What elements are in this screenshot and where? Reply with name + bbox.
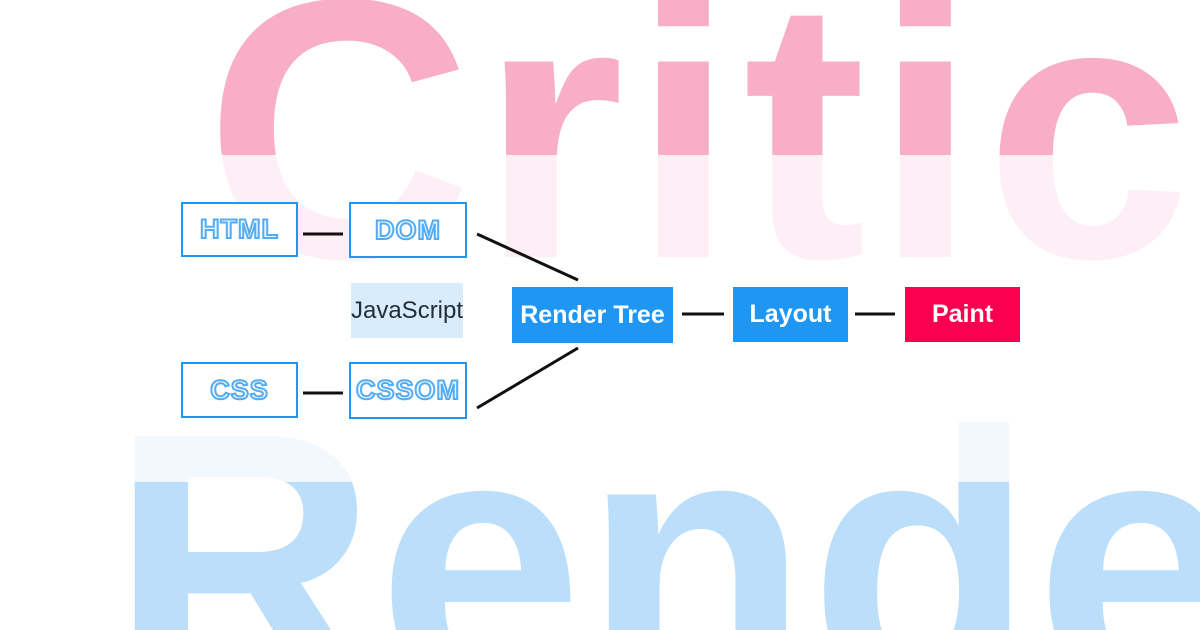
node-dom-label: DOM [374, 214, 441, 246]
connector-cssom-rendertree [476, 346, 579, 410]
node-dom: DOM [349, 202, 467, 258]
background-word-render: Render [110, 415, 1200, 482]
background-word-critical-upper-band: Critical [0, 0, 1200, 155]
node-cssom: CSSOM [349, 362, 467, 419]
node-paint: Paint [905, 287, 1020, 342]
node-html: HTML [181, 202, 298, 257]
node-cssom-label: CSSOM [355, 374, 460, 406]
node-javascript: JavaScript [351, 283, 463, 338]
background-word-render-upper-band: Render [0, 415, 1200, 482]
background-word-render-lower-band: Render [0, 482, 1200, 630]
node-layout-label: Layout [749, 300, 832, 328]
background-word-critical-lower-band: Critical [0, 155, 1200, 305]
node-render-tree: Render Tree [512, 287, 673, 343]
background-word-critical: Critical [205, 0, 1200, 155]
node-css-label: CSS [209, 374, 269, 406]
node-html-label: HTML [199, 213, 279, 245]
node-css: CSS [181, 362, 298, 418]
node-javascript-label: JavaScript [350, 296, 464, 324]
background-word-render: Render [110, 482, 1200, 630]
node-render-tree-label: Render Tree [520, 300, 665, 329]
node-paint-label: Paint [931, 300, 994, 328]
connector-dom-rendertree [476, 232, 579, 282]
node-layout: Layout [733, 287, 848, 342]
